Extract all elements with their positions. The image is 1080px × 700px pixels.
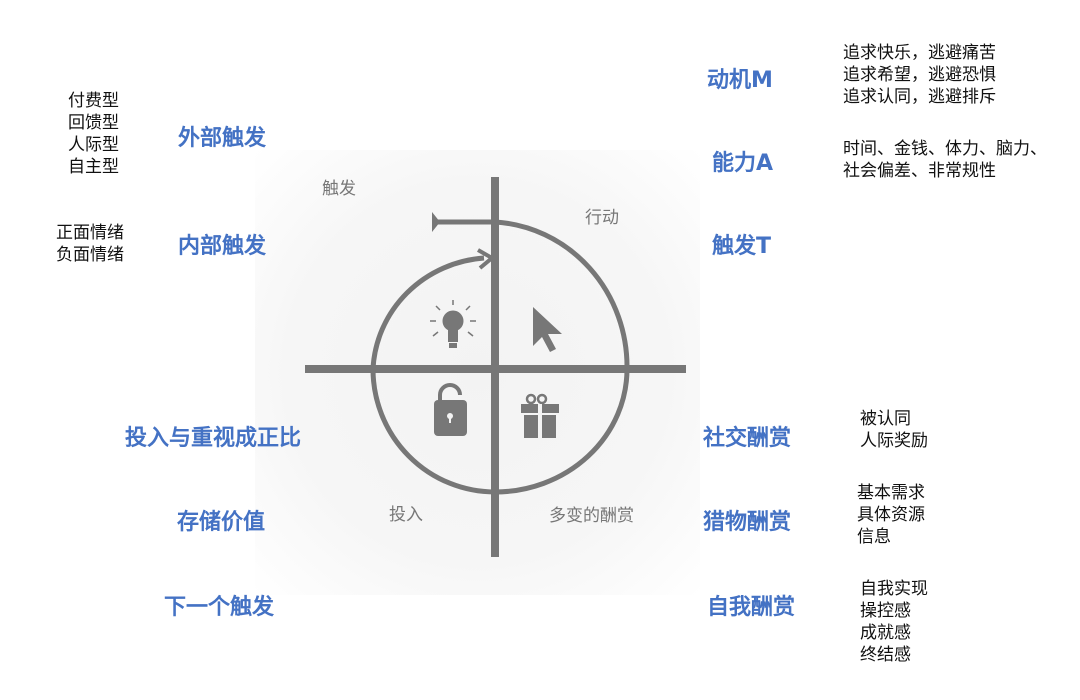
investment-ratio: 投入与重视成正比 — [125, 426, 302, 451]
note-item: 追求快乐，逃避痛苦 — [843, 43, 996, 63]
note-item: 人际型 — [68, 135, 119, 155]
note-item: 信息 — [857, 527, 891, 547]
cycle-path — [370, 219, 630, 495]
hunt-reward-items: 基本需求 具体资源 信息 — [857, 482, 925, 548]
note-item: 人际奖励 — [860, 431, 928, 451]
quadrant-label-investment: 投入 — [389, 505, 423, 525]
motivation-items: 追求快乐，逃避痛苦 追求希望，逃避恐惧 追求认同，逃避排斥 — [843, 42, 996, 108]
quadrant-label-variable-reward: 多变的酬赏 — [549, 506, 634, 526]
note-item: 追求认同，逃避排斥 — [843, 87, 996, 107]
note-item: 社会偏差、非常规性 — [843, 161, 996, 181]
external-trigger-types: 付费型 回馈型 人际型 自主型 — [68, 90, 119, 178]
external-trigger-title: 外部触发 — [178, 126, 267, 151]
note-item: 被认同 — [860, 409, 911, 429]
quadrant-label-action: 行动 — [585, 208, 619, 228]
note-item: 回馈型 — [68, 113, 119, 133]
social-reward-items: 被认同 人际奖励 — [860, 408, 928, 452]
trigger-title: 触发T — [712, 234, 772, 259]
note-item: 时间、金钱、体力、脑力、 — [843, 139, 1047, 159]
stored-value: 存储价值 — [177, 510, 266, 535]
next-trigger: 下一个触发 — [164, 595, 275, 620]
internal-trigger-title: 内部触发 — [178, 234, 267, 259]
note-item: 付费型 — [68, 91, 119, 111]
gift-icon — [521, 393, 559, 438]
arrow-head-icon — [477, 248, 496, 270]
note-item: 自主型 — [68, 157, 119, 177]
path-start-cap — [432, 212, 440, 232]
ability-items: 时间、金钱、体力、脑力、 社会偏差、非常规性 — [843, 138, 1047, 182]
note-item: 自我实现 — [860, 579, 928, 599]
internal-trigger-types: 正面情绪 负面情绪 — [56, 222, 124, 266]
self-reward-items: 自我实现 操控感 成就感 终结感 — [860, 578, 928, 666]
motivation-title: 动机M — [707, 68, 773, 93]
unlock-icon — [434, 383, 467, 436]
social-reward-title: 社交酬赏 — [703, 426, 792, 451]
hunt-reward-title: 猎物酬赏 — [703, 510, 792, 535]
ability-title: 能力A — [712, 151, 774, 176]
note-item: 操控感 — [860, 601, 911, 621]
lightbulb-icon — [430, 300, 476, 348]
note-item: 终结感 — [860, 645, 911, 665]
note-item: 追求希望，逃避恐惧 — [843, 65, 996, 85]
note-item: 成就感 — [860, 623, 911, 643]
quadrant-label-trigger: 触发 — [322, 179, 356, 199]
note-item: 负面情绪 — [56, 245, 124, 265]
note-item: 具体资源 — [857, 505, 925, 525]
note-item: 基本需求 — [857, 483, 925, 503]
cursor-icon — [533, 307, 562, 352]
self-reward-title: 自我酬赏 — [707, 595, 796, 620]
note-item: 正面情绪 — [56, 223, 124, 243]
